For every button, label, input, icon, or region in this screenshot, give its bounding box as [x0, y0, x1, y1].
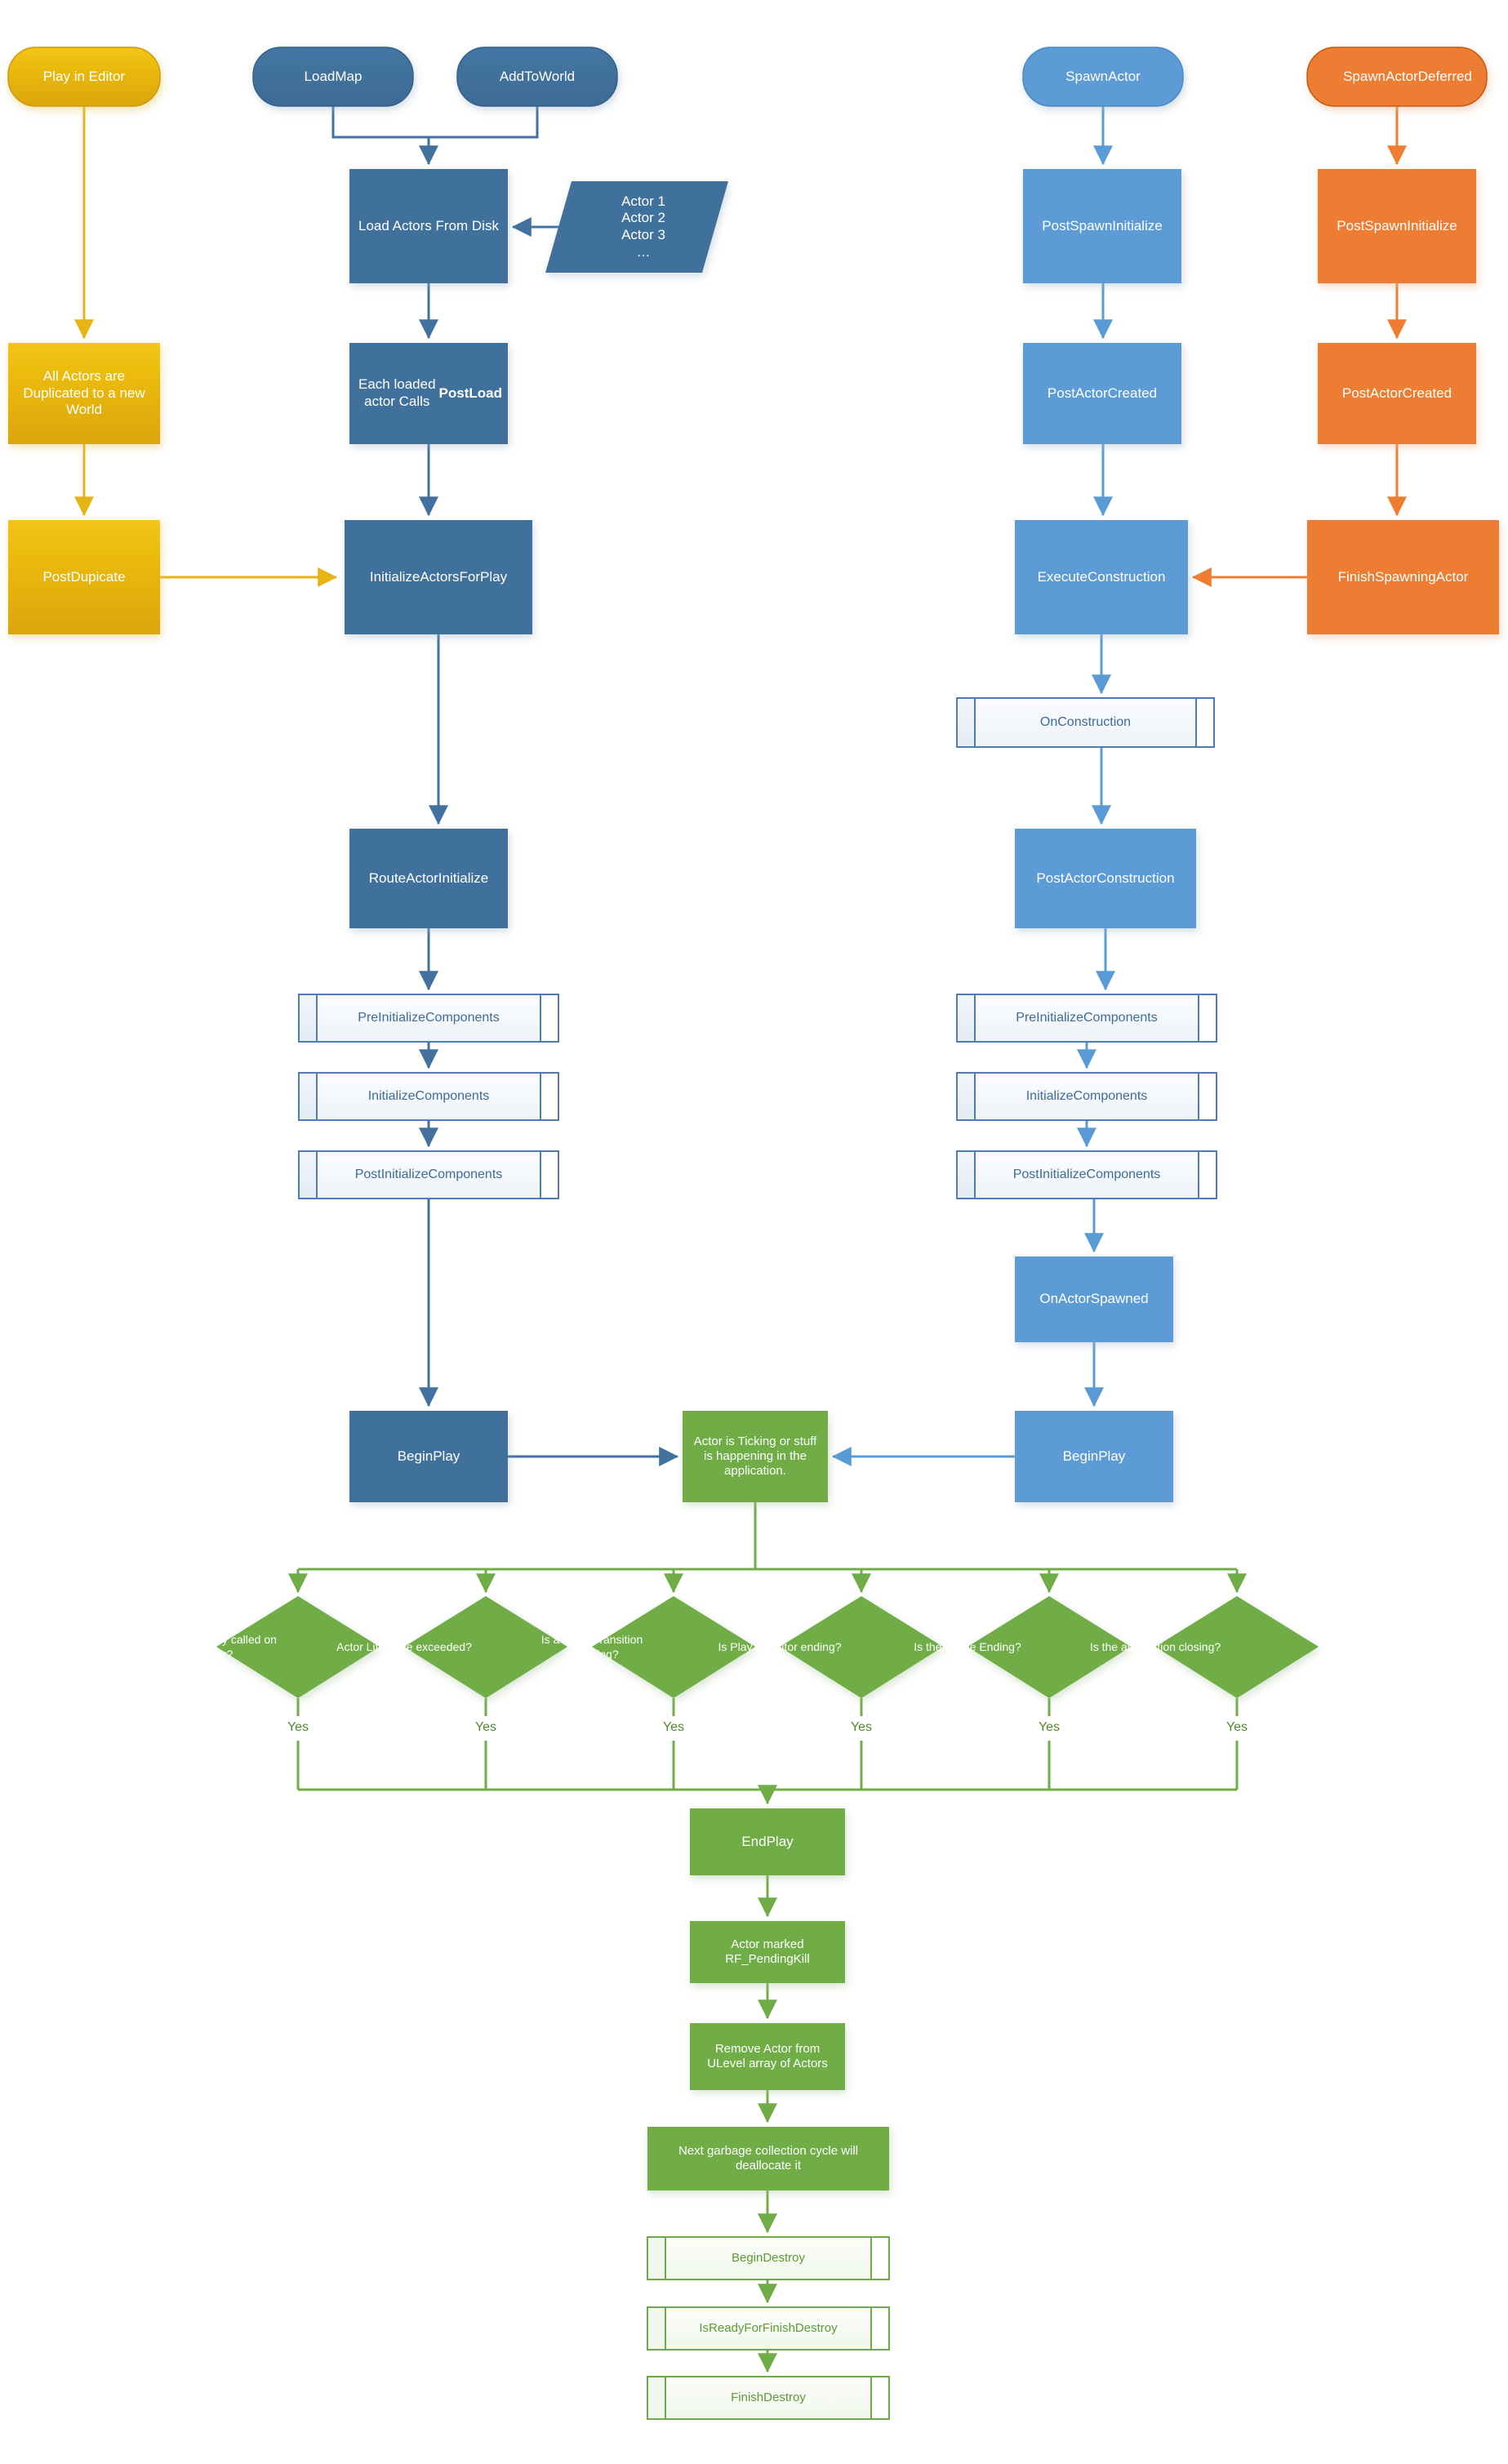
node-post-duplicate[interactable]	[8, 520, 160, 634]
node-initialize-actors-for-play[interactable]	[345, 520, 532, 634]
node-end-play[interactable]	[690, 1808, 845, 1875]
node-decision-game-ending[interactable]	[968, 1596, 1131, 1698]
connectors-lightblue	[831, 106, 1115, 1466]
node-actor-marked-pendingkill[interactable]	[690, 1921, 845, 1983]
node-decision-event-destroy[interactable]	[216, 1596, 380, 1698]
node-post-initialize-components-right[interactable]	[956, 1150, 1217, 1199]
connectors-orange	[1191, 106, 1407, 587]
node-pre-initialize-components-right[interactable]	[956, 994, 1217, 1043]
edge-label-yes_1: Yes	[287, 1720, 309, 1734]
node-add-to-world[interactable]	[456, 47, 618, 107]
connectors-darkblue	[331, 106, 679, 1466]
node-actor-ticking[interactable]	[683, 1411, 828, 1502]
node-initialize-components-right[interactable]	[956, 1072, 1217, 1121]
node-decision-application-closing[interactable]	[1155, 1596, 1319, 1698]
connectors-gold	[74, 106, 338, 587]
edge-label-yes_6: Yes	[1226, 1720, 1248, 1734]
node-begin-play-right[interactable]	[1015, 1411, 1173, 1502]
node-post-spawn-initialize-orange[interactable]	[1318, 169, 1476, 283]
node-post-actor-created-blue[interactable]	[1023, 343, 1181, 444]
edge-label-yes_5: Yes	[1038, 1720, 1061, 1734]
node-load-actors-from-disk[interactable]	[349, 169, 508, 283]
node-decision-actor-life-time[interactable]	[404, 1596, 567, 1698]
edge-label-yes_4: Yes	[850, 1720, 873, 1734]
node-post-actor-created-orange[interactable]	[1318, 343, 1476, 444]
edge-label-yes_2: Yes	[474, 1720, 497, 1734]
node-route-actor-initialize[interactable]	[349, 829, 508, 928]
node-next-gc-cycle[interactable]	[647, 2127, 889, 2190]
node-each-loaded-actor[interactable]	[349, 343, 508, 444]
node-begin-destroy[interactable]	[647, 2236, 890, 2280]
node-play-in-editor[interactable]	[7, 47, 161, 107]
edge-label-yes_3: Yes	[662, 1720, 685, 1734]
node-finish-destroy[interactable]	[647, 2376, 890, 2420]
node-remove-actor-ulevel[interactable]	[690, 2023, 845, 2090]
node-spawn-actor[interactable]	[1022, 47, 1184, 107]
node-actor-list[interactable]	[545, 181, 728, 273]
node-spawn-actor-deferred[interactable]	[1306, 47, 1488, 107]
node-is-ready-for-finish-destroy[interactable]	[647, 2306, 890, 2351]
node-finish-spawning-actor[interactable]	[1307, 520, 1499, 634]
node-all-actors-duplicated[interactable]	[8, 343, 160, 444]
node-pre-initialize-components-left[interactable]	[298, 994, 559, 1043]
node-initialize-components-left[interactable]	[298, 1072, 559, 1121]
node-on-actor-spawned[interactable]	[1015, 1256, 1173, 1342]
connectors-green	[288, 1502, 1247, 2373]
node-post-spawn-initialize-blue[interactable]	[1023, 169, 1181, 283]
node-decision-play-in-editor-ending[interactable]	[780, 1596, 943, 1698]
node-on-construction[interactable]	[956, 697, 1215, 748]
node-load-map[interactable]	[252, 47, 414, 107]
node-decision-level-transition[interactable]	[592, 1596, 755, 1698]
node-begin-play-left[interactable]	[349, 1411, 508, 1502]
node-execute-construction[interactable]	[1015, 520, 1188, 634]
node-post-actor-construction[interactable]	[1015, 829, 1196, 928]
node-post-initialize-components-left[interactable]	[298, 1150, 559, 1199]
